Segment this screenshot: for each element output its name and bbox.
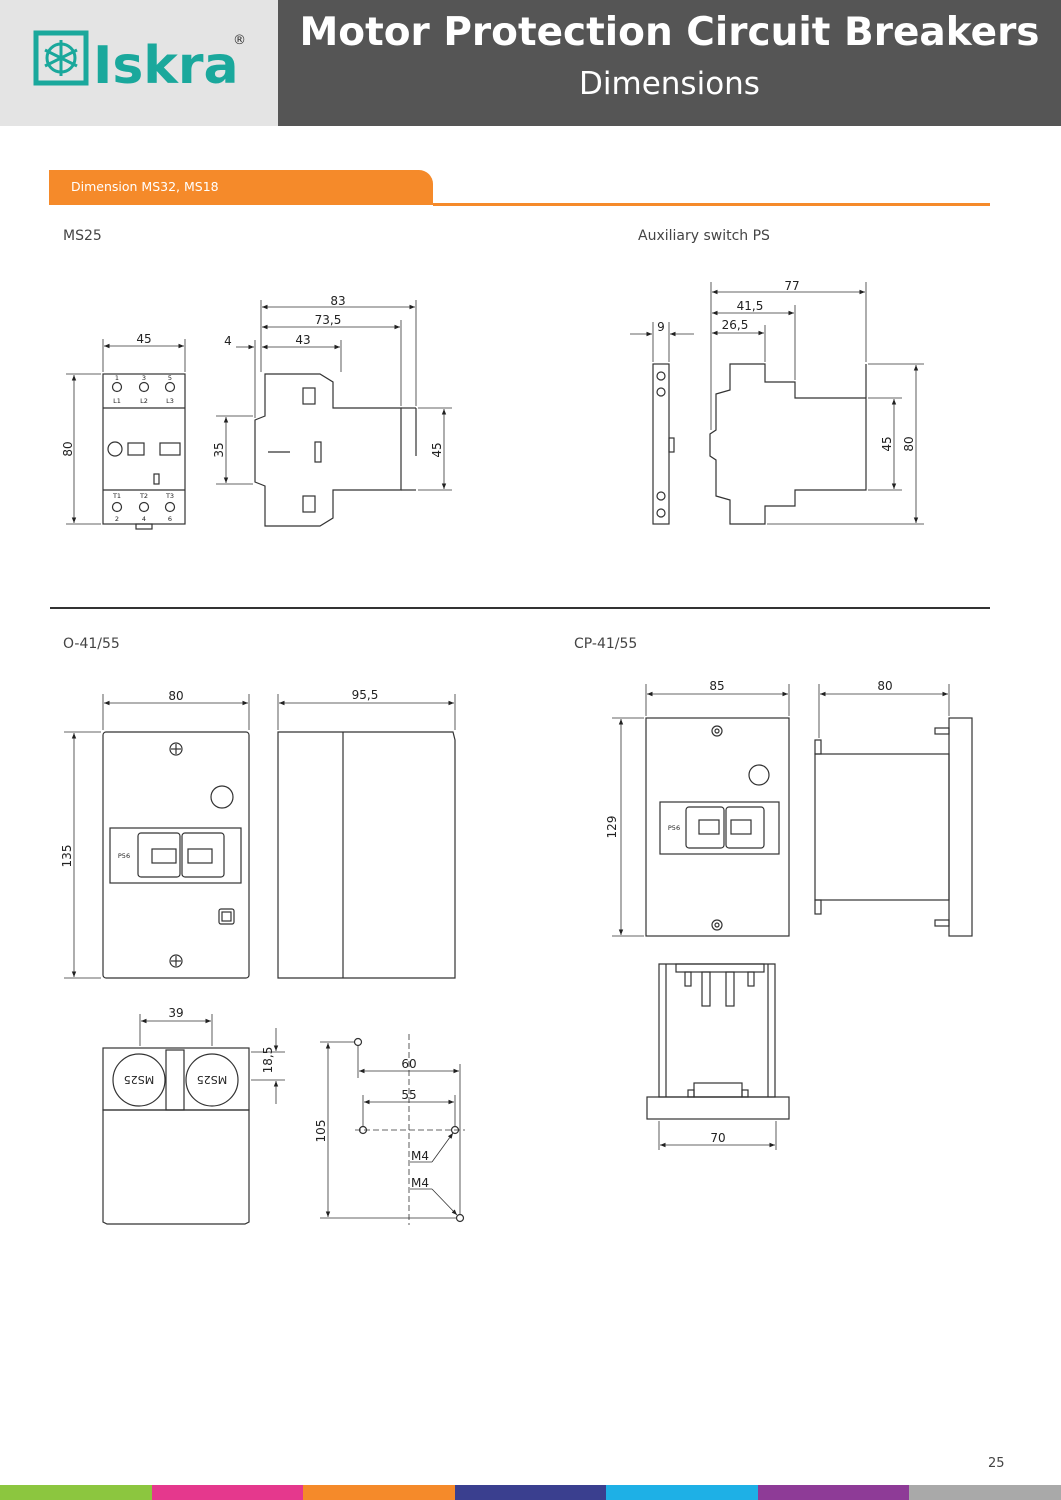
o41-dim-rail-offset: 18,5	[261, 1047, 275, 1074]
o41-screw-2: M4	[411, 1176, 429, 1190]
ms25-term-2: 2	[115, 515, 119, 523]
cp41-dim-depth: 80	[877, 679, 892, 693]
o41-dim-hole-height: 105	[314, 1120, 328, 1143]
o41-dim-hole-w2: 55	[401, 1088, 416, 1102]
ms25-dim-rail: 35	[212, 442, 226, 457]
section-divider	[50, 607, 990, 609]
header-title-area: Motor Protection Circuit Breakers Dimens…	[278, 0, 1061, 126]
o41-bottom-view	[102, 1014, 285, 1225]
section-tab: Dimension MS32, MS18	[49, 170, 433, 205]
ms25-term-l1: L1	[113, 397, 121, 405]
ms25-term-l3: L3	[166, 397, 174, 405]
o41-dim-height: 135	[60, 845, 74, 868]
ms25-dim-depth-total: 83	[330, 294, 345, 308]
cp41-dim-bottom-width: 70	[710, 1131, 725, 1145]
ms25-term-l2: L2	[140, 397, 148, 405]
section-tab-label: Dimension MS32, MS18	[71, 179, 219, 194]
aux-dim-depth-total: 77	[784, 279, 799, 293]
color-segment	[909, 1485, 1061, 1500]
ms25-dim-body: 45	[430, 442, 444, 457]
page-title: Motor Protection Circuit Breakers	[299, 10, 1040, 55]
aux-dim-width: 9	[657, 320, 665, 334]
o41-label: O-41/55	[63, 636, 120, 652]
iskra-logo: Iskra ®	[33, 30, 246, 92]
color-segment	[303, 1485, 455, 1500]
ms25-side-view	[216, 300, 452, 527]
cp41-label: CP-41/55	[574, 636, 638, 652]
cp41-dim-height: 129	[605, 816, 619, 839]
o41-dim-rail-spacing: 39	[168, 1006, 183, 1020]
o41-dim-hole-w1: 60	[401, 1057, 416, 1071]
aux-dim-body: 45	[880, 436, 894, 451]
registered-mark: ®	[233, 33, 246, 48]
aux-switch-front-view	[630, 322, 694, 525]
aux-dim-depth-mid: 41,5	[737, 299, 764, 313]
ms25-dim-offset: 4	[224, 334, 232, 348]
color-segment	[454, 1485, 607, 1500]
page-number: 25	[988, 1456, 1005, 1471]
header-logo-area: Iskra ®	[0, 0, 278, 126]
ms25-dim-depth-mid: 73,5	[315, 313, 342, 327]
ms25-term-t2: T2	[139, 492, 148, 500]
cp41-dim-width: 85	[709, 679, 724, 693]
o41-module-label-2: MS25	[197, 1073, 227, 1086]
ms25-label: MS25	[63, 228, 102, 244]
color-segment	[151, 1485, 304, 1500]
ms25-term-t3: T3	[165, 492, 174, 500]
ms25-dim-width: 45	[136, 332, 151, 346]
cp41-bottom-view	[646, 963, 790, 1150]
ms25-term-4: 4	[142, 515, 146, 523]
cp41-front-view	[612, 684, 790, 937]
ms25-front-view	[66, 339, 186, 530]
o41-front-view	[64, 694, 250, 979]
ms25-term-1: 1	[115, 374, 119, 382]
o41-screw-1: M4	[411, 1149, 429, 1163]
section-underline	[433, 203, 990, 206]
color-segment	[0, 1485, 152, 1500]
aux-switch-side-view	[709, 282, 924, 525]
aux-dim-total: 80	[902, 436, 916, 451]
page-subtitle: Dimensions	[579, 66, 760, 102]
o41-module-label-1: MS25	[124, 1073, 154, 1086]
footer-color-bar	[0, 1485, 1061, 1500]
o41-panel-label: P56	[118, 852, 130, 860]
ms25-term-3: 3	[142, 374, 146, 382]
ms25-dim-height: 80	[61, 441, 75, 456]
color-segment	[606, 1485, 758, 1500]
brand-name: Iskra	[93, 36, 239, 92]
o41-dim-width: 80	[168, 689, 183, 703]
aux-dim-depth-front: 26,5	[722, 318, 749, 332]
ms25-term-6: 6	[168, 515, 172, 523]
o41-mounting-holes	[320, 1034, 465, 1225]
aux-switch-label: Auxiliary switch PS	[638, 228, 770, 244]
color-segment	[757, 1485, 910, 1500]
ms25-dim-depth-front: 43	[295, 333, 310, 347]
ms25-term-5: 5	[168, 374, 172, 382]
o41-dim-depth: 95,5	[352, 688, 379, 702]
cp41-side-view	[814, 684, 973, 937]
o41-side-view	[277, 694, 456, 979]
ms25-term-t1: T1	[112, 492, 121, 500]
cp41-panel-label: P56	[668, 824, 680, 832]
